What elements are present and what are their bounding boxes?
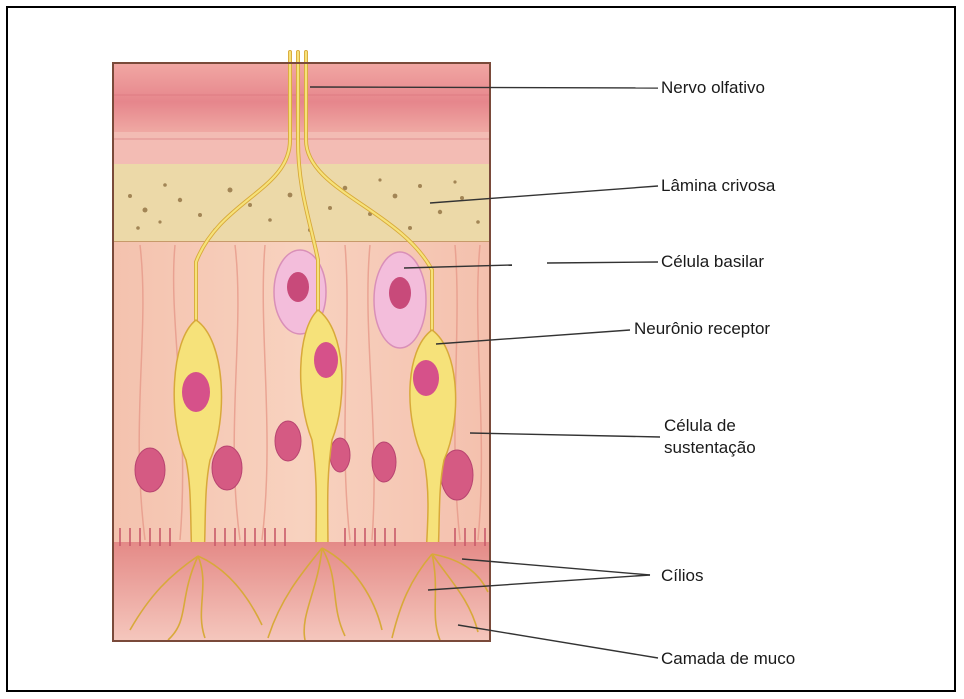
label-celula-sustentacao-line2: sustentação <box>664 437 756 459</box>
leader-celula-sustentacao <box>470 433 660 437</box>
label-celula-sustentacao: Célula de sustentação <box>664 415 756 459</box>
label-celula-sustentacao-line1: Célula de <box>664 415 756 437</box>
label-nervo-olfativo: Nervo olfativo <box>661 77 765 99</box>
label-celula-basilar: Célula basilar <box>661 251 764 273</box>
label-cilios: Cílios <box>661 565 704 587</box>
label-neuronio-receptor: Neurônio receptor <box>634 318 770 340</box>
label-camada-muco: Camada de muco <box>661 648 795 670</box>
nerve-layer <box>113 63 490 164</box>
leader-celula-basilar-2 <box>547 262 658 263</box>
mucus-layer <box>113 528 490 641</box>
leader-nervo-olfativo <box>310 87 658 88</box>
label-lamina-crivosa: Lâmina crivosa <box>661 175 775 197</box>
